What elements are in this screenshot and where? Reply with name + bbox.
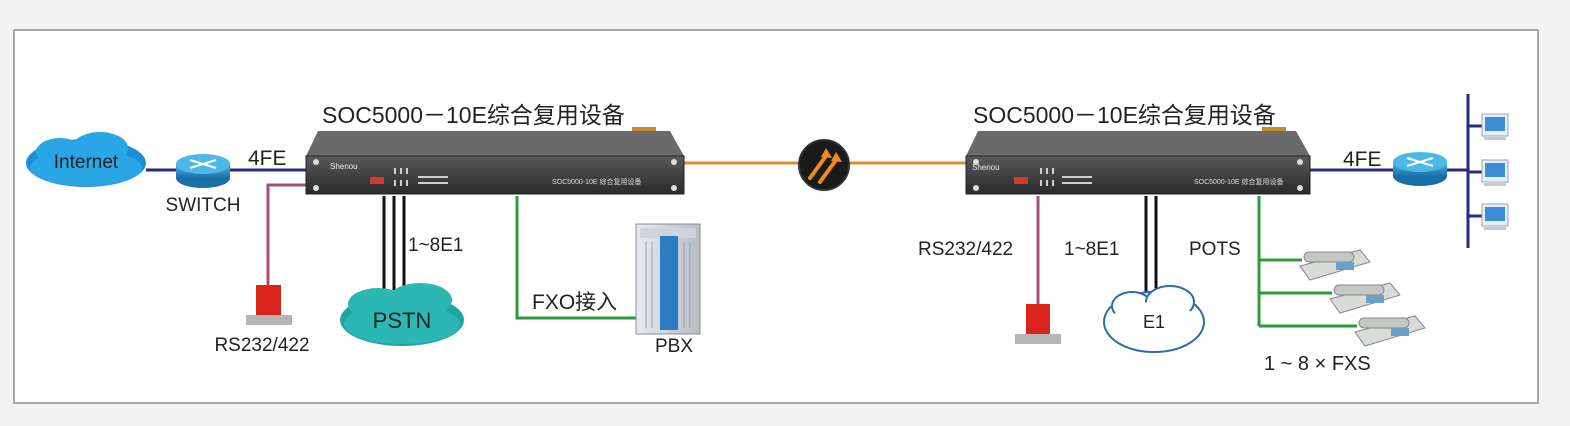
device-model-left: SOC5000-10E 综合复用设备 [552,177,641,186]
device-brand-right: Shenou [972,163,1000,172]
switch-router-icon [176,154,230,188]
fxo-label: FXO接入 [532,291,617,314]
rs-label-left: RS232/422 [214,335,309,356]
internet-label: Internet [54,152,119,173]
device-brand-left: Shenou [330,162,358,171]
fxs-label: 1 ~ 8 × FXS [1264,353,1371,375]
fe-label-left: 4FE [248,147,287,170]
computer-icon [1481,113,1509,140]
pbx-cabinet-icon [635,223,701,335]
telephone-icon [1329,282,1401,314]
rs-label-right: RS232/422 [918,239,1013,260]
serial-terminal-icon [1015,304,1061,344]
serial-terminal-icon [246,285,292,325]
computer-icon [1481,159,1509,186]
switch-router-icon [1393,152,1447,186]
switch-label: SWITCH [166,195,241,216]
pstn-cloud-icon [340,283,464,346]
internet-cloud-icon [26,132,146,187]
pbx-label: PBX [655,336,693,357]
e1-label-right: 1~8E1 [1064,239,1119,260]
serial-line-left [266,183,306,288]
device-title-left: SOC5000－10E综合复用设备 [322,102,625,128]
e1-cloud-label: E1 [1143,312,1165,332]
mux-device-left: Shenou SOC5000-10E 综合复用设备 [305,127,685,195]
e1-cloud-icon [1103,285,1205,353]
device-model-right: SOC5000-10E 综合复用设备 [1194,177,1283,186]
optical-transceiver-icon [798,139,850,191]
computer-icon [1481,203,1509,230]
telephone-icon [1299,249,1371,281]
e1-label-left: 1~8E1 [408,235,463,256]
telephone-icon [1354,315,1426,347]
device-title-right: SOC5000－10E综合复用设备 [973,102,1276,128]
fxo-line [515,196,636,320]
mux-device-right: Shenou SOC5000-10E 综合复用设备 [965,127,1311,195]
pots-label: POTS [1189,239,1241,260]
pstn-label: PSTN [373,308,432,333]
fe-label-right: 4FE [1343,148,1382,171]
